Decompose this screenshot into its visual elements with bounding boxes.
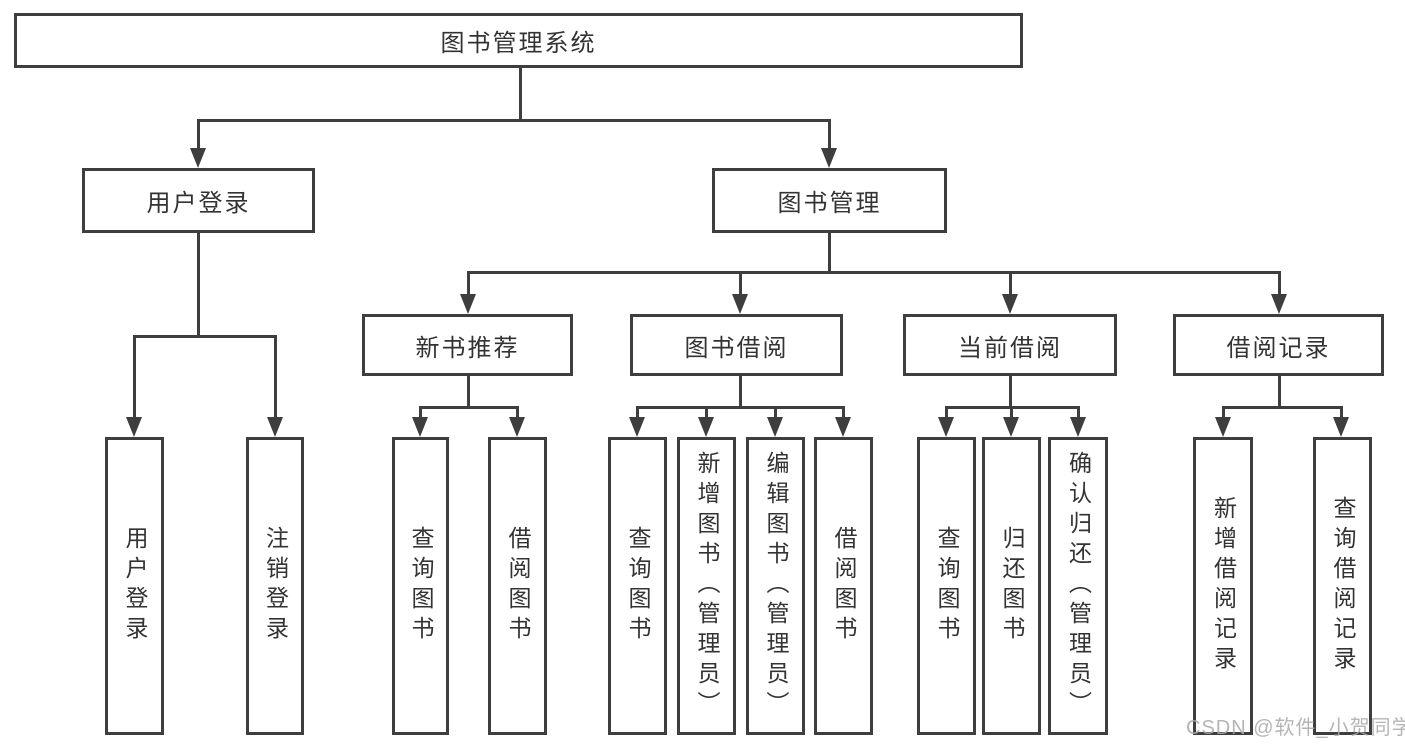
arrow-down-icon [821,148,837,168]
leaf-borrow-books: 借阅图书 [814,437,873,735]
leaf-return-books: 归还图书 [982,437,1041,735]
node-current-borrowing: 当前借阅 [903,314,1117,376]
node-book-borrowing: 图书借阅 [630,314,843,376]
leaf-query-books-recommend-label: 查询图书 [408,526,434,646]
leaf-query-borrow-record-label: 查询借阅记录 [1330,496,1356,676]
connector-splitter [418,405,519,409]
leaf-logout: 注销登录 [246,437,304,735]
leaf-query-books-recommend: 查询图书 [392,437,449,735]
connector-drop [1009,407,1013,421]
csdn-watermark: CSDN @软件_小贺同学 [1186,717,1405,739]
leaf-add-books-admin: 新增图书（管理员） [677,437,736,735]
leaf-user-login-label: 用户登录 [122,526,148,646]
arrow-down-icon [126,417,142,437]
connector-splitter [635,405,845,409]
leaf-add-books-admin-label: 新增图书（管理员） [694,451,720,721]
connector-drop [273,336,277,421]
connector-drop [635,407,639,421]
node-user-login-label: 用户登录 [146,190,251,217]
connector-drop [1008,272,1012,298]
leaf-add-borrow-record: 新增借阅记录 [1193,437,1253,735]
leaf-query-borrow-record: 查询借阅记录 [1313,437,1372,735]
node-root-system-label: 图书管理系统 [440,30,597,57]
connector-splitter [196,118,831,122]
connector-drop [773,407,777,421]
connector-stem [1008,376,1012,407]
leaf-borrow-books-recommend-label: 借阅图书 [505,526,531,646]
node-book-borrowing-label: 图书借阅 [684,334,789,362]
node-book-management: 图书管理 [712,168,947,233]
arrow-down-icon [698,417,714,437]
connector-drop [841,407,845,421]
leaf-query-books-current: 查询图书 [917,437,976,735]
leaf-add-borrow-record-label: 新增借阅记录 [1210,496,1237,676]
leaf-logout-label: 注销登录 [262,526,289,646]
node-new-book-recommendation: 新书推荐 [362,314,573,376]
leaf-borrow-books-label: 借阅图书 [831,526,857,646]
connector-drop [738,272,742,298]
connector-drop [1277,272,1281,298]
connector-stem [196,233,200,336]
node-borrowing-records: 借阅记录 [1173,314,1384,376]
arrow-down-icon [190,148,206,168]
arrow-down-icon [1215,417,1231,437]
arrow-down-icon [1003,417,1019,437]
arrow-down-icon [732,294,748,314]
connector-drop [196,120,200,152]
arrow-down-icon [835,417,851,437]
connector-splitter [466,270,1281,274]
connector-drop [827,120,831,152]
connector-drop [515,407,519,421]
node-user-login: 用户登录 [82,168,315,233]
connector-drop [1076,407,1080,421]
leaf-confirm-return-admin-label: 确认归还（管理员） [1065,451,1092,721]
connector-splitter [132,334,277,338]
arrow-down-icon [938,417,954,437]
node-current-borrowing-label: 当前借阅 [958,334,1062,362]
connector-stem [827,233,831,272]
leaf-edit-books-admin: 编辑图书（管理员） [746,437,805,735]
connector-drop [418,407,422,421]
connector-drop [466,272,470,298]
connector-stem [518,68,522,120]
arrow-down-icon [460,294,476,314]
leaf-return-books-label: 归还图书 [999,526,1025,646]
leaf-confirm-return-admin: 确认归还（管理员） [1048,437,1108,735]
arrow-down-icon [767,417,783,437]
arrow-down-icon [412,417,428,437]
leaf-edit-books-admin-label: 编辑图书（管理员） [763,451,789,721]
leaf-borrow-books-recommend: 借阅图书 [488,437,547,735]
arrow-down-icon [509,417,525,437]
leaf-user-login: 用户登录 [105,437,164,735]
leaf-query-books-borrow-label: 查询图书 [625,526,651,646]
connector-drop [704,407,708,421]
node-new-book-recommendation-label: 新书推荐 [415,334,520,362]
arrow-down-icon [1002,294,1018,314]
leaf-query-books-current-label: 查询图书 [934,526,960,646]
connector-drop [1339,407,1343,421]
arrow-down-icon [267,417,283,437]
node-root-system: 图书管理系统 [14,13,1023,68]
connector-stem [738,376,742,407]
arrow-down-icon [1070,417,1086,437]
leaf-query-books-borrow: 查询图书 [608,437,667,735]
arrow-down-icon [1271,294,1287,314]
arrow-down-icon [629,417,645,437]
connector-stem [466,376,470,407]
connector-splitter [1221,405,1343,409]
connector-drop [132,336,136,421]
connector-stem [1277,376,1281,407]
arrow-down-icon [1333,417,1349,437]
node-book-management-label: 图书管理 [777,190,882,217]
connector-drop [1221,407,1225,421]
node-borrowing-records-label: 借阅记录 [1226,334,1331,362]
connector-drop [944,407,948,421]
